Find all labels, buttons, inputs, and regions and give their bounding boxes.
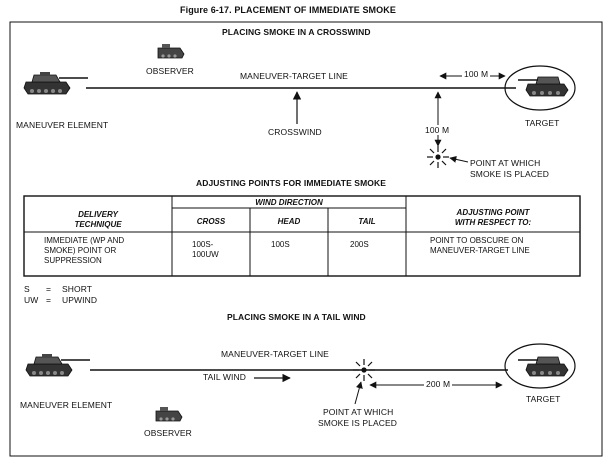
- tailwind-point-label-2: SMOKE IS PLACED: [318, 418, 397, 428]
- legend-uw-key: UW: [24, 295, 39, 305]
- col-header-delivery-2: TECHNIQUE: [74, 220, 122, 229]
- tailwind-line-label: MANEUVER-TARGET LINE: [221, 349, 329, 359]
- col-header-wind-direction: WIND DIRECTION: [255, 198, 323, 207]
- legend-s-value: SHORT: [62, 284, 93, 294]
- tailwind-target-label: TARGET: [526, 394, 561, 404]
- col-header-adjusting-2: WITH RESPECT TO:: [454, 218, 532, 227]
- table-title: ADJUSTING POINTS FOR IMMEDIATE SMOKE: [196, 178, 386, 188]
- tailwind-target-tank: [517, 356, 569, 377]
- legend-uw-eq: =: [46, 295, 52, 305]
- crosswind-point-label-2: SMOKE IS PLACED: [470, 169, 549, 179]
- crosswind-target-tank: [517, 76, 569, 97]
- cell-head: 100S: [271, 240, 290, 249]
- tailwind-maneuver-element-label: MANEUVER ELEMENT: [20, 400, 113, 410]
- cell-adjusting-2: MANEUVER-TARGET LINE: [430, 246, 530, 255]
- crosswind-smoke-burst: [426, 145, 450, 169]
- tailwind-smoke-burst: [352, 358, 376, 382]
- cell-technique-3: SUPPRESSION: [44, 256, 102, 265]
- figure-frame: [9, 21, 603, 457]
- tailwind-distance-label: 200 M: [424, 379, 453, 389]
- cell-technique-1: IMMEDIATE (WP AND: [44, 236, 125, 245]
- tailwind-target-circle: [504, 343, 576, 389]
- col-header-head: HEAD: [277, 217, 301, 226]
- crosswind-panel-title: PLACING SMOKE IN A CROSSWIND: [222, 27, 371, 37]
- cell-tail: 200S: [350, 240, 369, 249]
- col-header-delivery: DELIVERY TECHNIQUE: [24, 210, 172, 230]
- col-header-adjusting-1: ADJUSTING POINT: [456, 208, 530, 217]
- tailwind-wind-label: TAIL WIND: [203, 372, 246, 382]
- tailwind-panel-title: PLACING SMOKE IN A TAIL WIND: [227, 312, 366, 322]
- tailwind-observer-vehicle: [155, 406, 183, 422]
- crosswind-target-label: TARGET: [525, 118, 560, 128]
- legend-uw-value: UPWIND: [62, 295, 98, 305]
- col-header-adjusting-point: ADJUSTING POINT WITH RESPECT TO:: [406, 208, 580, 228]
- tailwind-point-label-1: POINT AT WHICH: [323, 407, 394, 417]
- crosswind-point-label-1: POINT AT WHICH: [470, 158, 541, 168]
- col-header-delivery-1: DELIVERY: [78, 210, 118, 219]
- legend-s-key: S: [24, 284, 30, 294]
- crosswind-offset-label: 100 M: [424, 125, 451, 135]
- crosswind-observer-vehicle: [157, 43, 185, 59]
- figure-title: Figure 6-17. PLACEMENT OF IMMEDIATE SMOK…: [180, 5, 396, 15]
- tailwind-observer-label: OBSERVER: [144, 428, 192, 438]
- crosswind-target-circle: [504, 65, 576, 111]
- tailwind-point-arrow: [354, 381, 363, 405]
- col-header-cross: CROSS: [196, 217, 226, 226]
- tailwind-maneuver-tank: [25, 353, 91, 377]
- crosswind-observer-label: OBSERVER: [146, 66, 194, 76]
- crosswind-distance-label: 100 M: [462, 69, 491, 79]
- cell-adjusting-point: POINT TO OBSCURE ON MANEUVER-TARGET LINE: [430, 236, 530, 256]
- cell-cross-1: 100S-: [192, 240, 214, 249]
- cell-cross: 100S- 100UW: [192, 240, 219, 260]
- crosswind-maneuver-tank: [23, 71, 89, 95]
- crosswind-point-arrow: [449, 155, 469, 163]
- legend-s-eq: =: [46, 284, 52, 294]
- crosswind-wind-label: CROSSWIND: [268, 127, 322, 137]
- cell-technique-2: SMOKE) POINT OR: [44, 246, 117, 255]
- crosswind-maneuver-element-label: MANEUVER ELEMENT: [16, 120, 109, 130]
- cell-cross-2: 100UW: [192, 250, 219, 259]
- cell-technique: IMMEDIATE (WP AND SMOKE) POINT OR SUPPRE…: [44, 236, 124, 266]
- crosswind-line-label: MANEUVER-TARGET LINE: [240, 71, 348, 81]
- cell-adjusting-1: POINT TO OBSCURE ON: [430, 236, 524, 245]
- col-header-tail: TAIL: [358, 217, 376, 226]
- adjusting-points-table: [23, 195, 581, 277]
